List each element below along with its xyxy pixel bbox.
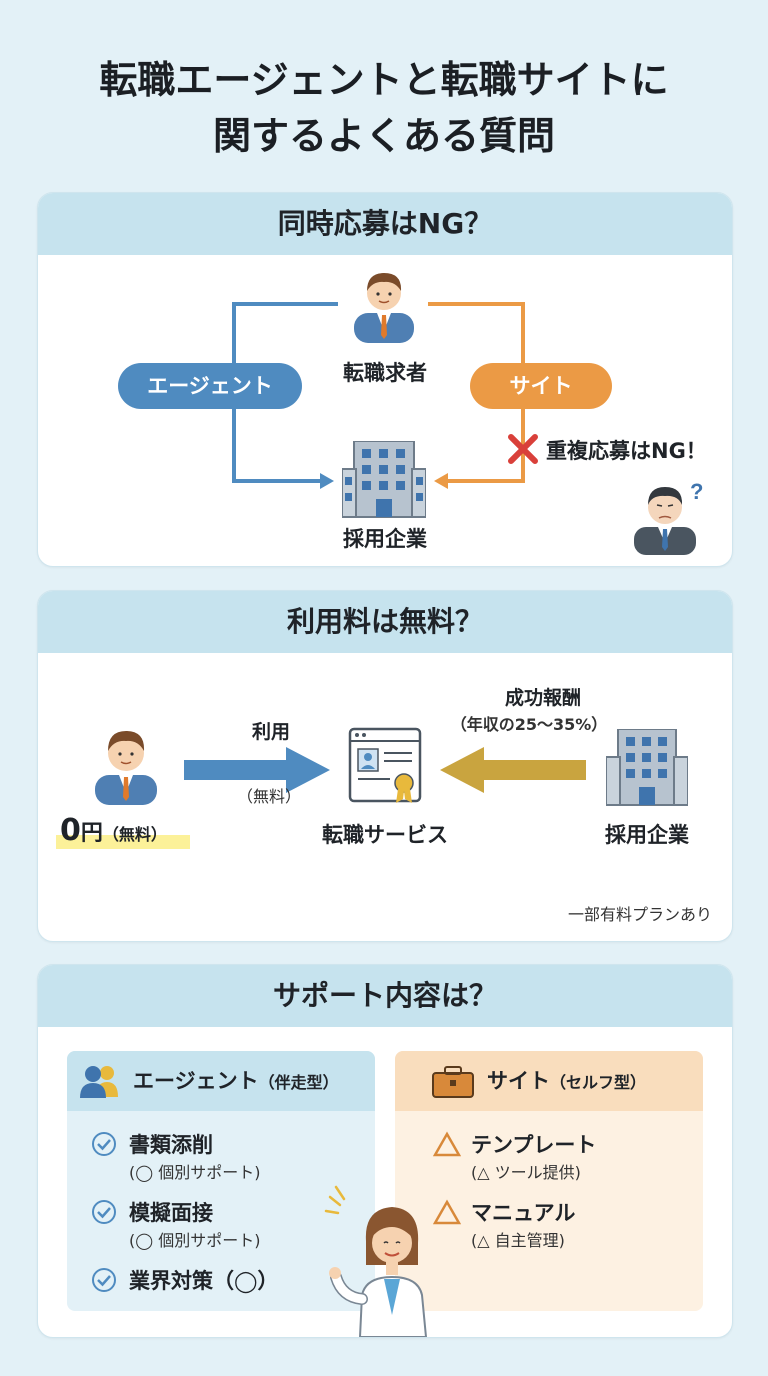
use-free-label: （無料） (236, 787, 301, 806)
agent-panel-title: エージェント（伴走型） (133, 1069, 339, 1093)
service-label: 転職サービス (322, 823, 448, 847)
title-line-2: 関するよくある質問 (212, 114, 555, 158)
support-item-manual: マニュアル (471, 1201, 576, 1225)
site-arrowhead (434, 473, 448, 489)
section-heading: 利用料は無料？ (38, 591, 732, 653)
check-circle-icon (92, 1200, 116, 1224)
company-label: 採用企業 (605, 823, 689, 847)
fee-detail: （年収の25〜35%） (450, 715, 608, 734)
title-line-1: 転職エージェントと転職サイトに (99, 58, 669, 102)
job-seeker-avatar-icon (354, 273, 414, 343)
triangle-icon (433, 1131, 461, 1157)
zero-yen-label: 0円（無料） (60, 813, 167, 848)
svg-text:?: ? (690, 479, 703, 504)
agent-pill: エージェント (118, 363, 302, 409)
fee-label: 成功報酬 (504, 687, 581, 709)
zero-amount: 0 (60, 813, 81, 848)
job-seeker-label: 転職求者 (343, 361, 427, 385)
page-title: 転職エージェントと転職サイトに 関するよくある質問 (0, 52, 768, 164)
support-item-template: テンプレート (471, 1133, 597, 1157)
yen-unit: 円 (80, 821, 103, 846)
paid-plan-note: 一部有料プランあり (567, 905, 712, 924)
yen-free: （無料） (102, 825, 167, 844)
site-panel-title: サイト（セルフ型） (487, 1069, 647, 1093)
support-item-mock-interview: 模擬面接 (129, 1201, 213, 1225)
section-support: サポート内容は？ エージェント（伴走型） 書類添削 (◯ 個別サポート) 模擬面… (37, 964, 733, 1338)
toolbox-icon (432, 1066, 474, 1098)
duplicate-warning: 重複応募はNG！ (546, 439, 707, 463)
cross-icon (508, 434, 538, 464)
check-circle-icon (92, 1268, 116, 1292)
use-label: 利用 (251, 721, 290, 743)
section-usage-fee: 利用料は無料？ 0円（無料） 利用 （無料） 転職サービス 成功報酬 （年収の2… (37, 590, 733, 942)
check-circle-icon (92, 1132, 116, 1156)
section-simultaneous-application: 同時応募はNG？ 転職求者 エージェント サイト 採用企業 (37, 192, 733, 567)
agent-panel-header: エージェント（伴走型） (67, 1051, 375, 1111)
company-building-icon (606, 729, 688, 806)
fee-arrow (440, 747, 586, 793)
site-panel-header: サイト（セルフ型） (395, 1051, 703, 1111)
support-item-sub: (◯ 個別サポート) (129, 1231, 261, 1250)
support-item-industry-prep: 業界対策（◯） (129, 1269, 279, 1293)
support-item-document-review: 書類添削 (129, 1133, 213, 1157)
worried-person-icon: ? (634, 479, 703, 555)
section-heading: 同時応募はNG？ (38, 193, 732, 255)
use-arrow (184, 747, 330, 793)
company-building-icon (342, 441, 426, 518)
job-service-certificate-icon (348, 727, 422, 803)
support-item-sub: (△ ツール提供) (471, 1163, 581, 1182)
free-highlight (56, 835, 190, 849)
agent-support-panel: エージェント（伴走型） 書類添削 (◯ 個別サポート) 模擬面接 (◯ 個別サポ… (67, 1051, 375, 1311)
site-pill: サイト (470, 363, 612, 409)
agent-arrowhead (320, 473, 334, 489)
guide-woman-icon (324, 1185, 428, 1337)
section-heading: サポート内容は？ (38, 965, 732, 1027)
user-avatar-icon (95, 731, 157, 805)
people-icon (80, 1066, 118, 1098)
company-label: 採用企業 (343, 527, 427, 551)
site-support-panel: サイト（セルフ型） テンプレート (△ ツール提供) マニュアル (△ 自主管理… (395, 1051, 703, 1311)
triangle-icon (433, 1199, 461, 1225)
support-item-sub: (◯ 個別サポート) (129, 1163, 261, 1182)
support-item-sub: (△ 自主管理) (471, 1231, 565, 1250)
